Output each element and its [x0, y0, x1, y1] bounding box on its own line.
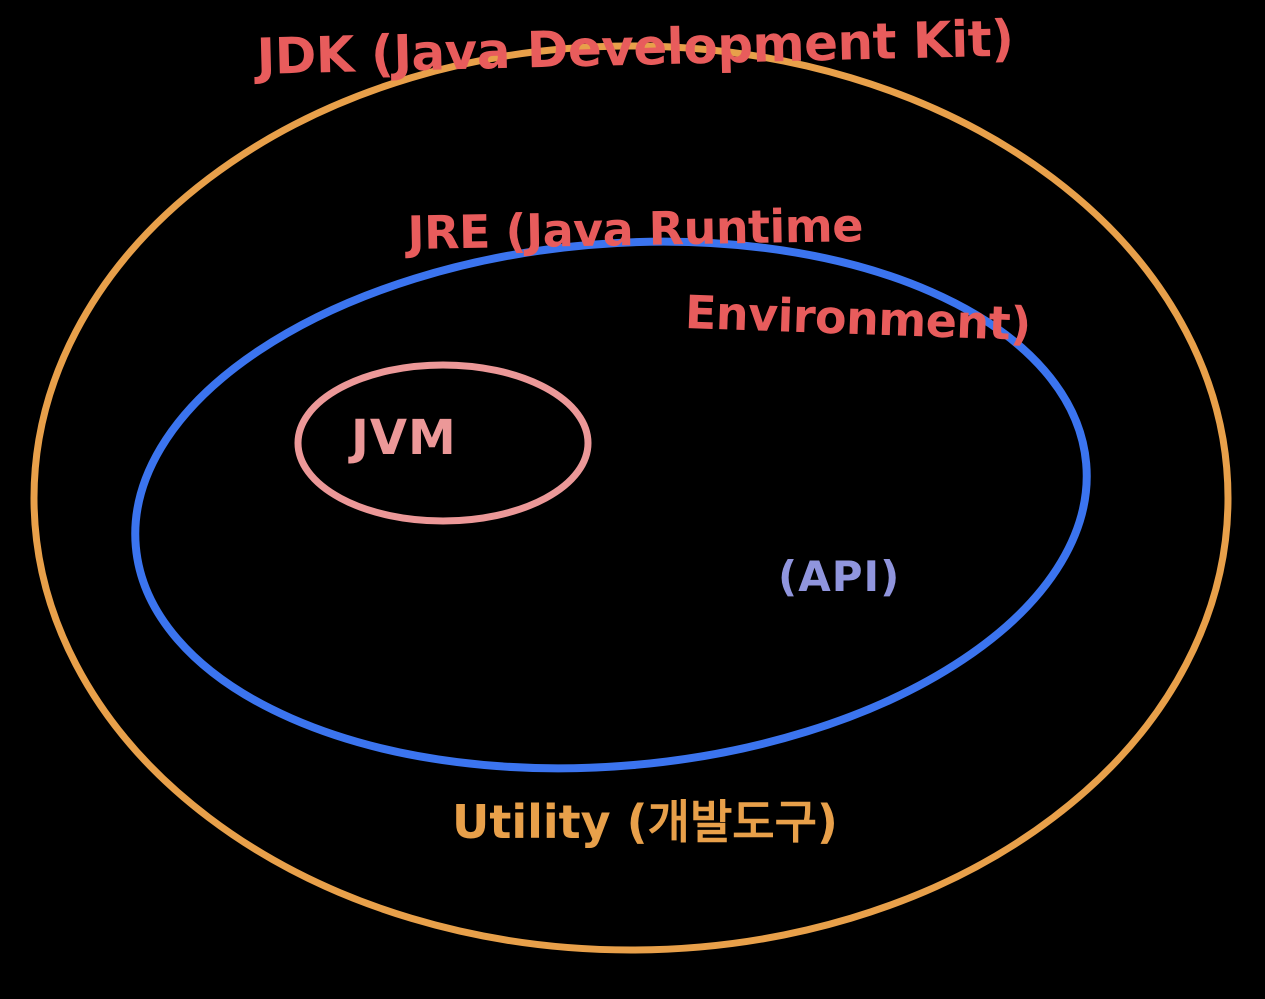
jre-label-line1: JRE (Java Runtime	[407, 198, 864, 260]
jvm-label: JVM	[351, 410, 457, 466]
jdk-boundary-ellipse	[30, 42, 1232, 954]
utility-label: Utility (개발도구)	[452, 795, 838, 849]
api-label: (API)	[778, 552, 901, 601]
jre-boundary-ellipse	[131, 237, 1091, 773]
jvm-boundary-ellipse	[294, 361, 592, 525]
